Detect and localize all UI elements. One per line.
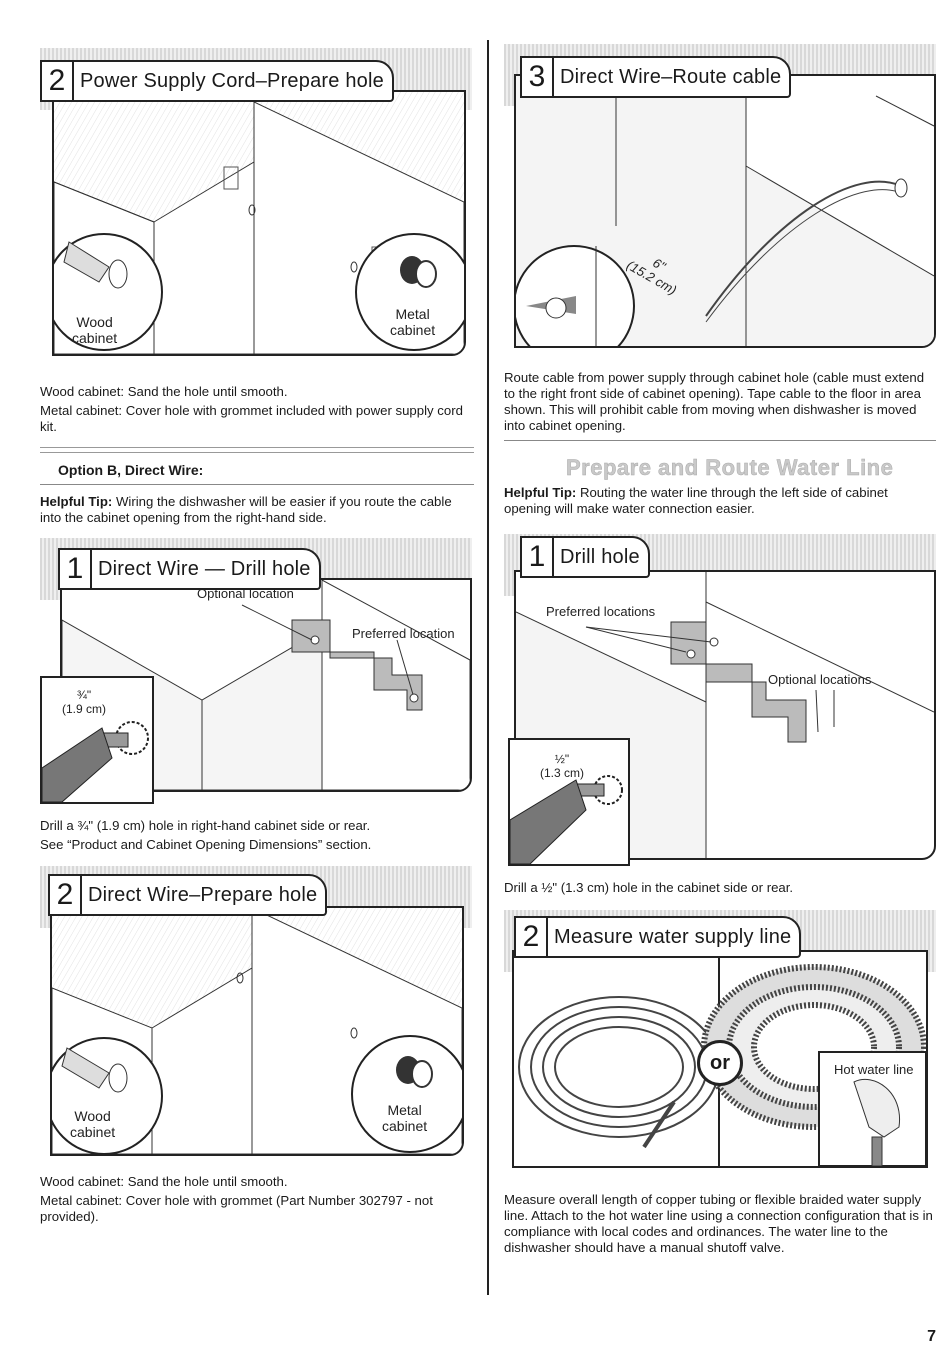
step-badge: 2 Measure water supply line [514, 916, 802, 958]
hot-water-line-label: Hot water line [834, 1062, 914, 1077]
helpful-tip-text: Routing the water line through the left … [504, 485, 888, 516]
step-power-cord-text: Wood cabinet: Sand the hole until smooth… [40, 384, 470, 438]
step-power-cord-prepare-hole: Wood cabinet Metal cabinet 2 Power Suppl… [40, 48, 472, 358]
illustration-frame: 6" (15.2 cm) [514, 74, 936, 348]
step-drill-hole: Preferred locations Optional locations ½… [504, 534, 936, 866]
metal-cabinet-label: Metal cabinet [382, 1102, 428, 1134]
step-number: 2 [50, 876, 82, 914]
cable-illustration [516, 76, 934, 346]
or-badge: or [697, 1040, 743, 1086]
step-title: Power Supply Cord–Prepare hole [80, 69, 384, 92]
step-title: Direct Wire–Route cable [560, 65, 782, 88]
column-divider [487, 40, 489, 1295]
step-direct-drill-text: Drill a ¾" (1.9 cm) hole in right-hand c… [40, 818, 470, 856]
drill-size-label: ¾" (1.9 cm) [62, 688, 107, 716]
step-badge: 2 Direct Wire–Prepare hole [48, 874, 328, 916]
illustration-frame: Wood cabinet Metal cabinet [50, 906, 464, 1156]
paragraph: Metal cabinet: Cover hole with grommet i… [40, 403, 463, 434]
section-title: Prepare and Route Water Line [566, 455, 894, 481]
page-number: 7 [927, 1328, 936, 1345]
drill-size-label: ½" (1.3 cm) [540, 752, 585, 780]
paragraph: Route cable from power supply through ca… [504, 370, 925, 433]
metal-cabinet-label: Metal cabinet [390, 306, 436, 338]
preferred-location-label: Preferred location [352, 626, 455, 641]
step-title: Drill hole [560, 545, 640, 568]
paragraph: Wood cabinet: Sand the hole until smooth… [40, 1174, 288, 1189]
paragraph: See “Product and Cabinet Opening Dimensi… [40, 837, 372, 852]
step-direct-wire-prepare-hole: Wood cabinet Metal cabinet 2 Direct Wire… [40, 866, 472, 1162]
paragraph: Wood cabinet: Sand the hole until smooth… [40, 384, 288, 399]
helpful-tip-text: Wiring the dishwasher will be easier if … [40, 494, 452, 525]
step-badge: 2 Power Supply Cord–Prepare hole [40, 60, 394, 102]
wood-cabinet-label: Wood cabinet [70, 1108, 116, 1140]
section-rule [40, 484, 474, 485]
step-direct-wire-route-cable: 6" (15.2 cm) 3 Direct Wire–Route cable [504, 44, 936, 356]
drill-icon [510, 775, 623, 864]
step-number: 1 [60, 550, 92, 588]
drill-inset-frame: ½" (1.3 cm) [508, 738, 630, 866]
cabinet-illustration [52, 908, 462, 1154]
paragraph: Metal cabinet: Cover hole with grommet (… [40, 1193, 433, 1224]
section-rule [40, 447, 474, 453]
drill-inset-frame: ¾" (1.9 cm) [40, 676, 154, 804]
step-badge: 1 Drill hole [520, 536, 650, 578]
wood-cabinet-label: Wood cabinet [72, 314, 118, 346]
optional-locations-label: Optional locations [768, 672, 872, 687]
step-number: 1 [522, 538, 554, 576]
step-title: Measure water supply line [554, 925, 792, 948]
section-rule [504, 440, 936, 441]
step-title: Direct Wire — Drill hole [98, 557, 311, 580]
step-badge: 1 Direct Wire — Drill hole [58, 548, 321, 590]
water-line-illustration [518, 952, 926, 1166]
step-drill-text: Drill a ½" (1.3 cm) hole in the cabinet … [504, 880, 936, 899]
step-number: 2 [42, 62, 74, 100]
preferred-locations-label: Preferred locations [546, 604, 656, 619]
step-measure-text: Measure overall length of copper tubing … [504, 1192, 936, 1259]
step-measure-water-supply-line: Hot water line or 2 Measure water supply… [504, 910, 936, 1176]
cabinet-illustration [54, 92, 464, 354]
illustration-frame: Wood cabinet Metal cabinet [52, 90, 466, 356]
helpful-tip-label: Helpful Tip: [40, 494, 113, 509]
step-title: Direct Wire–Prepare hole [88, 883, 318, 906]
option-b-heading: Option B, Direct Wire: [58, 462, 204, 478]
step-direct-wire-drill-hole: Optional location Preferred location ¾" … [40, 538, 472, 806]
paragraph: Drill a ¾" (1.9 cm) hole in right-hand c… [40, 818, 371, 833]
step-badge: 3 Direct Wire–Route cable [520, 56, 792, 98]
helpful-tip-label: Helpful Tip: [504, 485, 577, 500]
step-number: 3 [522, 58, 554, 96]
paragraph: Measure overall length of copper tubing … [504, 1192, 933, 1255]
helpful-tip-right: Helpful Tip: Routing the water line thro… [504, 485, 936, 517]
step-direct-prepare-text: Wood cabinet: Sand the hole until smooth… [40, 1174, 470, 1228]
step-route-cable-text: Route cable from power supply through ca… [504, 370, 936, 437]
helpful-tip-left: Helpful Tip: Wiring the dishwasher will … [40, 494, 470, 526]
paragraph: Drill a ½" (1.3 cm) hole in the cabinet … [504, 880, 794, 895]
drill-icon [42, 721, 149, 802]
step-number: 2 [516, 918, 548, 956]
